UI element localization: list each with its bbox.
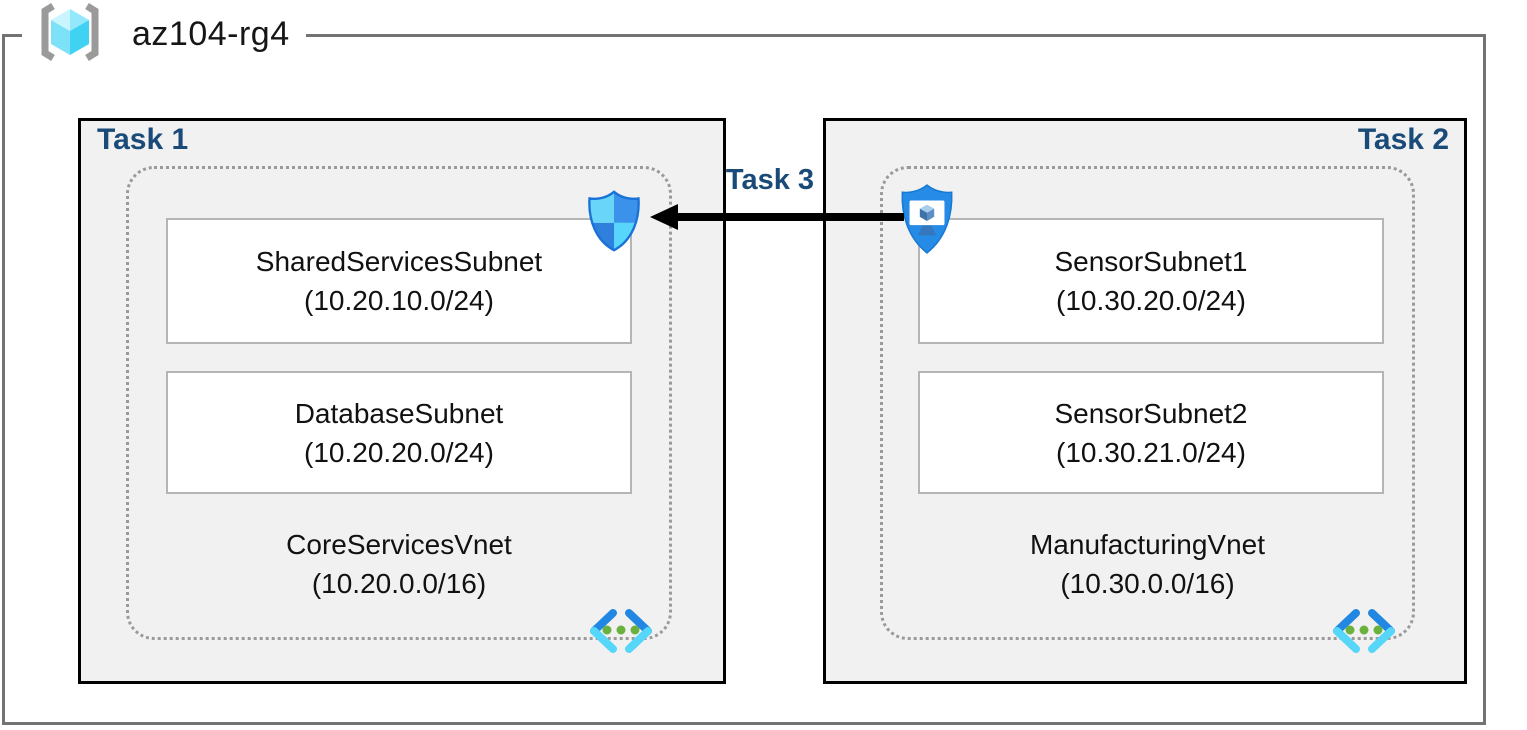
task2-box: Task 2 SensorSubnet1 (10.30.20.0/24) Sen… [823,118,1467,684]
resource-group-header: az104-rg4 [22,0,306,68]
defender-shield-icon [583,189,645,253]
subnet-cidr: (10.20.20.0/24) [304,436,494,468]
task1-label: Task 1 [97,123,189,156]
manufacturing-vnet-container: SensorSubnet1 (10.30.20.0/24) SensorSubn… [880,166,1415,653]
vnet-name: CoreServicesVnet [286,529,512,560]
sensor-subnet2-box: SensorSubnet2 (10.30.21.0/24) [918,371,1384,494]
shared-services-subnet-box: SharedServicesSubnet (10.20.10.0/24) [166,218,632,344]
task2-label: Task 2 [1357,123,1449,156]
peering-arrow-head [650,204,678,230]
subnet-cidr: (10.30.21.0/24) [1056,436,1246,468]
subnet-cidr: (10.30.20.0/24) [1056,285,1246,316]
subnet-cidr: (10.20.10.0/24) [304,285,494,316]
database-subnet-box: DatabaseSubnet (10.20.20.0/24) [166,371,632,494]
sensor-subnet1-box: SensorSubnet1 (10.30.20.0/24) [918,218,1384,344]
vnet-name: ManufacturingVnet [1029,529,1266,560]
resource-group-frame [2,34,1486,725]
subnet-name: DatabaseSubnet [294,397,504,429]
subnet-name: SensorSubnet2 [1054,397,1248,429]
task3-label: Task 3 [725,164,815,196]
vnet-cidr: (10.30.0.0/16) [1060,568,1235,599]
core-services-vnet-container: SharedServicesSubnet (10.20.10.0/24) Dat… [126,166,672,653]
resource-group-icon [32,0,108,69]
virtual-network-icon [1330,608,1398,654]
peering-arrow-line [676,213,904,221]
virtual-network-icon [587,608,655,654]
subnet-name: SharedServicesSubnet [255,246,543,277]
core-services-vnet-caption: CoreServicesVnet (10.20.0.0/16) [129,525,669,603]
vnet-cidr: (10.20.0.0/16) [311,568,487,599]
resource-group-name: az104-rg4 [132,14,290,53]
manufacturing-vnet-caption: ManufacturingVnet (10.30.0.0/16) [883,525,1412,603]
defender-for-iot-sensor-icon [896,183,958,259]
subnet-name: SensorSubnet1 [1054,246,1248,277]
